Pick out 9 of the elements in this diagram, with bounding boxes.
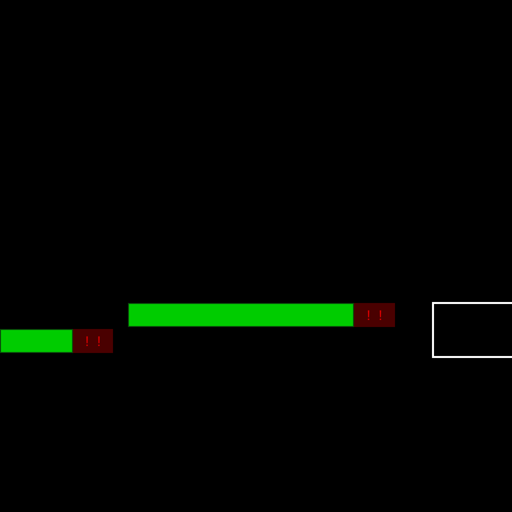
warning-panel	[354, 303, 395, 327]
outlined-box	[432, 302, 512, 358]
warning-mark: !	[378, 308, 382, 322]
warning-mark: !	[366, 308, 370, 322]
progress-bar	[128, 303, 354, 327]
warning-mark: !	[97, 334, 101, 348]
progress-bar	[0, 329, 73, 353]
warning-panel	[73, 329, 113, 353]
warning-mark: !	[85, 334, 89, 348]
